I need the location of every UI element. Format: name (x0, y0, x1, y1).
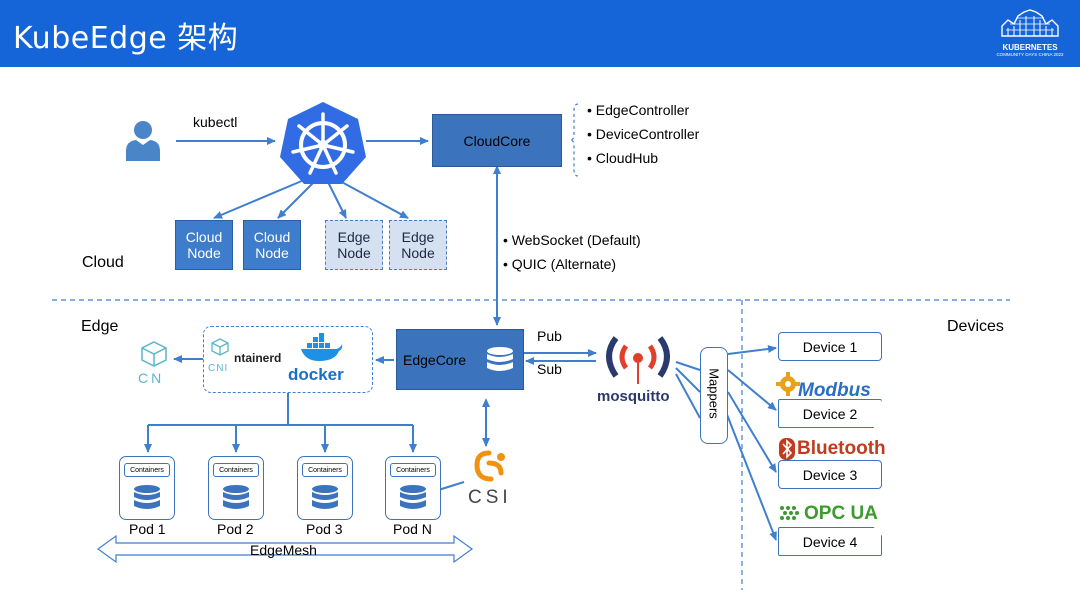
csi-logo-icon (474, 450, 505, 482)
device-3: Device 3 (778, 460, 882, 489)
kcd-line1: KUBERNETES (1002, 43, 1058, 52)
kcd-line2: COMMUNITY DAYS CHINA 2022 (996, 52, 1064, 57)
cn-cube-icon (141, 341, 167, 367)
mosquitto-logo-icon (606, 336, 670, 384)
container-runtime-group: CNI ntainerd docker (203, 326, 373, 393)
header-bar: KubeEdge 架构 KUBERNETES COMMUNITY DAYS CH… (0, 0, 1080, 67)
mosquitto-label: mosquitto (597, 388, 670, 405)
module-devicecontroller: • DeviceController (587, 126, 700, 142)
pod-n: Containers (385, 456, 441, 520)
module-cloudhub: • CloudHub (587, 150, 659, 166)
containerd-label: ntainerd (234, 351, 282, 365)
pod-3-label: Pod 3 (306, 521, 343, 537)
cloud-node-2: Cloud Node (243, 220, 301, 270)
edge-node-1-line2: Node (337, 245, 371, 261)
kubernetes-logo-icon (280, 102, 366, 184)
opcua-dots-icon (780, 506, 799, 520)
pod-1-containers: Containers (124, 463, 170, 477)
edgemesh-label: EdgeMesh (250, 542, 317, 558)
pod-1: Containers (119, 456, 175, 520)
pod-2-database-icon (223, 485, 249, 509)
pod-3-containers: Containers (302, 463, 348, 477)
sub-label: Sub (537, 361, 562, 377)
cloud-node-1-line1: Cloud (185, 229, 223, 245)
pod-1-database-icon (134, 485, 160, 509)
page-title: KubeEdge 架构 (13, 21, 239, 56)
devices-region-label: Devices (947, 318, 1004, 335)
edge-node-2: Edge Node (389, 220, 447, 270)
pod-n-database-icon (400, 485, 426, 509)
cloud-region-label: Cloud (82, 254, 124, 271)
docker-whale-icon (301, 333, 343, 361)
pub-label: Pub (537, 328, 562, 344)
mappers-box: Mappers (700, 347, 728, 444)
bluetooth-logo-label: Bluetooth (797, 438, 886, 459)
edgemesh-arrow (96, 534, 474, 564)
mappers-label: Mappers (706, 368, 722, 419)
cloud-node-2-line2: Node (255, 245, 289, 261)
cloudcore-box: CloudCore (432, 114, 562, 167)
edgecore-label: EdgeCore (403, 351, 467, 368)
pod-2-containers: Containers (213, 463, 259, 477)
docker-label: docker (288, 365, 344, 384)
cloud-node-1: Cloud Node (175, 220, 233, 270)
cni-cube-icon (211, 338, 229, 356)
modbus-logo-label: Modbus (798, 380, 871, 401)
edgecore-box: EdgeCore (396, 329, 524, 390)
protocol-websocket: • WebSocket (Default) (503, 232, 641, 248)
protocol-quic: • QUIC (Alternate) (503, 256, 617, 272)
edge-node-1: Edge Node (325, 220, 383, 270)
kubectl-label: kubectl (193, 114, 238, 130)
pod-1-label: Pod 1 (129, 521, 166, 537)
module-edgecontroller: • EdgeController (587, 102, 690, 118)
device-2: Device 2 (778, 399, 882, 428)
device-1: Device 1 (778, 332, 882, 361)
pod-2: Containers (208, 456, 264, 520)
bluetooth-icon (779, 438, 795, 460)
edge-node-2-line2: Node (401, 245, 435, 261)
pod-2-label: Pod 2 (217, 521, 254, 537)
cn-label: CN (138, 370, 165, 386)
database-icon (487, 347, 513, 371)
pod-n-containers: Containers (390, 463, 436, 477)
csi-label: CSI (468, 487, 512, 508)
opcua-logo-label: OPC UA (804, 503, 878, 524)
kcd-skyline-icon (1001, 9, 1059, 37)
user-icon (126, 121, 160, 161)
pod-n-label: Pod N (393, 521, 432, 537)
pod-3: Containers (297, 456, 353, 520)
cloud-node-1-line2: Node (187, 245, 221, 261)
edge-node-2-line1: Edge (401, 229, 435, 245)
edge-node-1-line1: Edge (337, 229, 371, 245)
device-4: Device 4 (778, 527, 882, 556)
cni-label: CNI (208, 363, 229, 374)
modbus-gear-icon (776, 372, 800, 396)
cloud-node-2-line1: Cloud (253, 229, 291, 245)
edge-region-label: Edge (81, 318, 119, 335)
kcd-logo: KUBERNETES COMMUNITY DAYS CHINA 2022 (988, 8, 1072, 60)
pod-3-database-icon (312, 485, 338, 509)
